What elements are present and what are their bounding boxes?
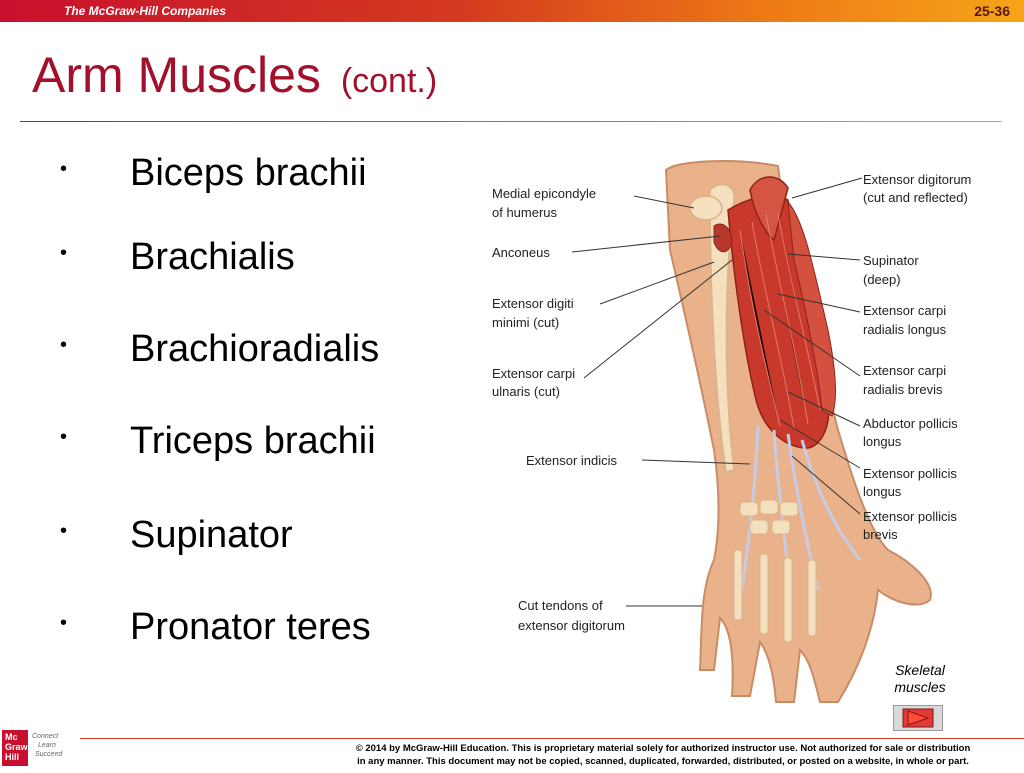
label-ecr-brevis-line2: radialis brevis — [863, 382, 943, 397]
bullet-text: Brachialis — [130, 236, 295, 278]
leader-lines-right — [763, 177, 863, 515]
label-extensor-digiti-line1: Extensor digiti — [492, 296, 574, 311]
labels-left: Medial epicondyle of humerus Anconeus Ex… — [492, 186, 625, 633]
logo-icon: Mc Graw Hill Connect Learn Succeed — [2, 730, 63, 766]
mcgraw-hill-logo: Mc Graw Hill Connect Learn Succeed — [2, 728, 82, 773]
label-abductor-pollicis-line1: Abductor pollicis — [863, 416, 958, 431]
slide-title: Arm Muscles (cont.) — [32, 50, 437, 100]
logo-graw: Graw — [5, 742, 29, 752]
bullet-text: Pronator teres — [130, 606, 371, 648]
bullet-item: • Pronator teres — [60, 606, 460, 666]
bullet-item: • Triceps brachii — [60, 420, 460, 480]
hand-bones — [733, 499, 817, 643]
label-supinator-line2: (deep) — [863, 272, 901, 287]
label-medial-epicondyle-line2: of humerus — [492, 205, 558, 220]
anconeus-muscle — [713, 223, 733, 253]
title-divider — [20, 121, 1002, 122]
top-banner: The McGraw-Hill Companies 25-36 — [0, 0, 1024, 22]
bullet-dot: • — [60, 520, 68, 542]
logo-hill: Hill — [5, 752, 19, 762]
tagline-learn: Learn — [38, 742, 56, 749]
label-cut-tendons-line2: extensor digitorum — [518, 618, 625, 633]
medial-epicondyle — [689, 195, 723, 221]
label-epb-line1: Extensor pollicis — [863, 509, 957, 524]
forearm-illustration: Medial epicondyle of humerus Anconeus Ex… — [488, 130, 1018, 710]
bullet-text: Biceps brachii — [130, 152, 367, 194]
bullet-text: Brachioradialis — [130, 328, 380, 370]
label-extensor-carpi-ulnaris-line1: Extensor carpi — [492, 366, 575, 381]
extensor-carpi-radialis — [787, 200, 836, 417]
tagline-succeed: Succeed — [35, 751, 63, 758]
bullet-text: Supinator — [130, 514, 293, 556]
extensor-digitorum-reflected — [749, 176, 789, 242]
slide-title-main: Arm Muscles — [32, 47, 321, 103]
label-epl-line1: Extensor pollicis — [863, 466, 957, 481]
label-extensor-digitorum-line1: Extensor digitorum — [863, 172, 971, 187]
bullet-dot: • — [60, 426, 68, 448]
label-ecr-longus-line1: Extensor carpi — [863, 303, 946, 318]
bullet-item: • Supinator — [60, 514, 460, 574]
tagline-connect: Connect — [32, 733, 59, 740]
copyright-line2: in any manner. This document may not be … — [357, 756, 969, 767]
bullet-dot: • — [60, 334, 68, 356]
bullet-item: • Brachioradialis — [60, 328, 460, 388]
label-ecr-brevis-line1: Extensor carpi — [863, 363, 946, 378]
copyright-line1: © 2014 by McGraw-Hill Education. This is… — [355, 743, 971, 754]
caption-line2: muscles — [894, 679, 946, 695]
forearm-drawing: Medial epicondyle of humerus Anconeus Ex… — [492, 160, 971, 703]
slide-title-sub: (cont.) — [340, 62, 438, 100]
label-extensor-carpi-ulnaris-line2: ulnaris (cut) — [492, 384, 560, 399]
label-extensor-digiti-line2: minimi (cut) — [492, 315, 559, 330]
ulna-bone — [709, 183, 735, 473]
footer-divider — [80, 738, 1024, 739]
bullet-item: • Brachialis — [60, 236, 460, 296]
extensor-muscle-group — [727, 195, 830, 449]
brand-name: The McGraw-Hill Companies — [64, 4, 227, 18]
play-icon — [902, 708, 934, 728]
play-button[interactable] — [893, 705, 943, 731]
leader-lines-left — [571, 195, 751, 607]
figure-caption: Skeletal muscles — [872, 662, 968, 696]
label-medial-epicondyle-line1: Medial epicondyle — [492, 186, 596, 201]
logo-mc: Mc — [5, 732, 18, 742]
label-extensor-indicis: Extensor indicis — [526, 453, 618, 468]
bullet-text: Triceps brachii — [130, 420, 376, 462]
labels-right: Extensor digitorum (cut and reflected) S… — [863, 172, 971, 542]
label-cut-tendons-line1: Cut tendons of — [518, 598, 603, 613]
bullet-item: • Biceps brachii — [60, 152, 460, 212]
label-epl-line2: longus — [863, 484, 902, 499]
bullet-dot: • — [60, 242, 68, 264]
label-abductor-pollicis-line2: longus — [863, 434, 902, 449]
caption-line1: Skeletal — [895, 662, 945, 678]
muscle-fibers — [739, 213, 821, 429]
label-supinator-line1: Supinator — [863, 253, 919, 268]
bullet-dot: • — [60, 612, 68, 634]
bullet-dot: • — [60, 158, 68, 180]
copyright-notice: © 2014 by McGraw-Hill Education. This is… — [310, 742, 1016, 768]
label-anconeus: Anconeus — [492, 245, 550, 260]
label-extensor-digitorum-line2: (cut and reflected) — [863, 190, 968, 205]
slide-number: 25-36 — [974, 3, 1010, 19]
label-epb-line2: brevis — [863, 527, 898, 542]
label-ecr-longus-line2: radialis longus — [863, 322, 947, 337]
